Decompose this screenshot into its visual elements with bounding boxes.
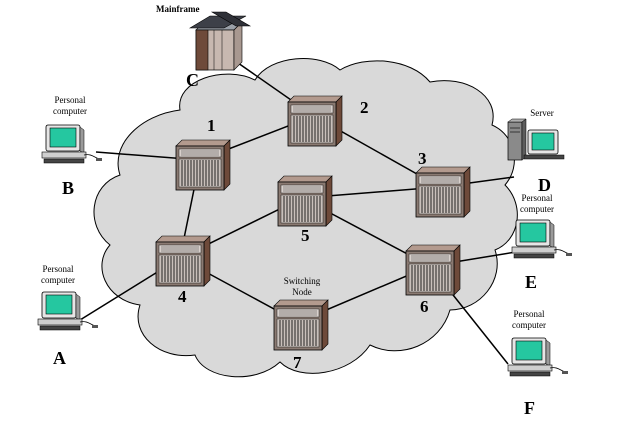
switching-node-5	[277, 175, 333, 227]
node-label-1: 1	[207, 116, 216, 135]
station-e-caption-line1: Personal	[522, 193, 553, 203]
node-label-5: 5	[301, 226, 310, 245]
station-f-caption-line1: Personal	[514, 309, 545, 319]
switching-node-4	[155, 235, 211, 287]
personal-computer-icon	[37, 291, 99, 331]
station-letter-f: F	[524, 398, 535, 418]
station-f-caption-line2: computer	[512, 320, 546, 330]
switching-node-1	[175, 139, 231, 191]
node-label-6: 6	[420, 297, 429, 316]
station-letter-a: A	[53, 348, 66, 368]
mainframe-icon	[189, 11, 251, 71]
node-label-7: 7	[293, 353, 302, 372]
switching-node-3	[415, 166, 471, 218]
station-a-caption-line1: Personal	[43, 264, 74, 274]
personal-computer-icon	[511, 219, 573, 259]
node-label-3: 3	[418, 149, 427, 168]
switching-node-caption-line1: Switching	[284, 276, 321, 286]
personal-computer-icon	[507, 337, 569, 377]
server-icon	[507, 118, 565, 161]
station-e-caption-line2: computer	[520, 204, 554, 214]
switching-node-6	[405, 244, 461, 296]
station-b-caption-line1: Personal	[55, 95, 86, 105]
switching-node-caption-line2: Node	[292, 287, 312, 297]
personal-computer-icon	[41, 124, 103, 164]
station-b-caption-line2: computer	[53, 106, 87, 116]
switching-node-2	[287, 95, 343, 147]
station-letter-e: E	[525, 272, 537, 292]
node-label-2: 2	[360, 98, 369, 117]
station-letter-b: B	[62, 178, 74, 198]
station-letter-c: C	[186, 70, 199, 90]
switching-node-7	[273, 299, 329, 351]
station-a-caption-line2: computer	[41, 275, 75, 285]
station-d-caption: Server	[530, 108, 554, 118]
station-letter-d: D	[538, 175, 551, 195]
station-c-caption: Mainframe	[156, 4, 199, 14]
node-label-4: 4	[178, 287, 187, 306]
